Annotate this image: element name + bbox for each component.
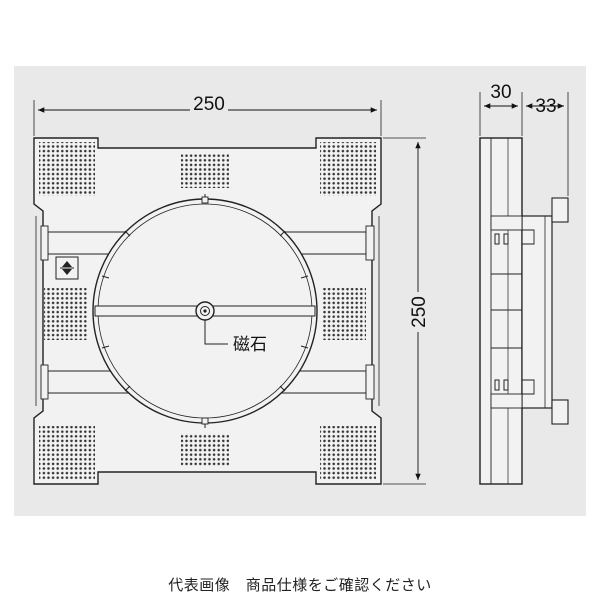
front-view: 磁石 <box>33 137 382 485</box>
magnet-leader-line <box>204 320 228 345</box>
dot-patch <box>39 142 95 196</box>
caption: 代表画像 商品仕様をご確認ください <box>168 576 432 594</box>
drawing-panel: 磁石 250 250 <box>14 66 586 516</box>
dot-patch <box>320 426 376 480</box>
dot-patch <box>44 288 88 340</box>
front-width-label: 250 <box>193 94 225 115</box>
dot-patch <box>181 154 229 188</box>
front-height-label: 250 <box>409 296 430 328</box>
side-view <box>479 137 569 485</box>
side-frame <box>521 215 553 409</box>
dot-patch <box>181 433 229 467</box>
front-height-dimension: 250 <box>383 137 430 485</box>
side-pin <box>551 197 569 223</box>
dot-patch <box>39 426 95 480</box>
side-dimensions: 30 33 <box>479 82 569 196</box>
side-depth-label: 30 <box>490 82 511 103</box>
side-protrusion-label: 33 <box>535 96 556 117</box>
magnet-label: 磁石 <box>233 335 267 355</box>
dot-patch <box>322 288 366 340</box>
side-pin <box>551 399 569 425</box>
marking-symbol-icon <box>55 256 79 280</box>
dot-patch <box>320 142 376 196</box>
side-plate <box>479 137 523 485</box>
technical-drawing: 磁石 250 250 <box>33 82 569 485</box>
front-width-dimension: 250 <box>33 94 382 136</box>
